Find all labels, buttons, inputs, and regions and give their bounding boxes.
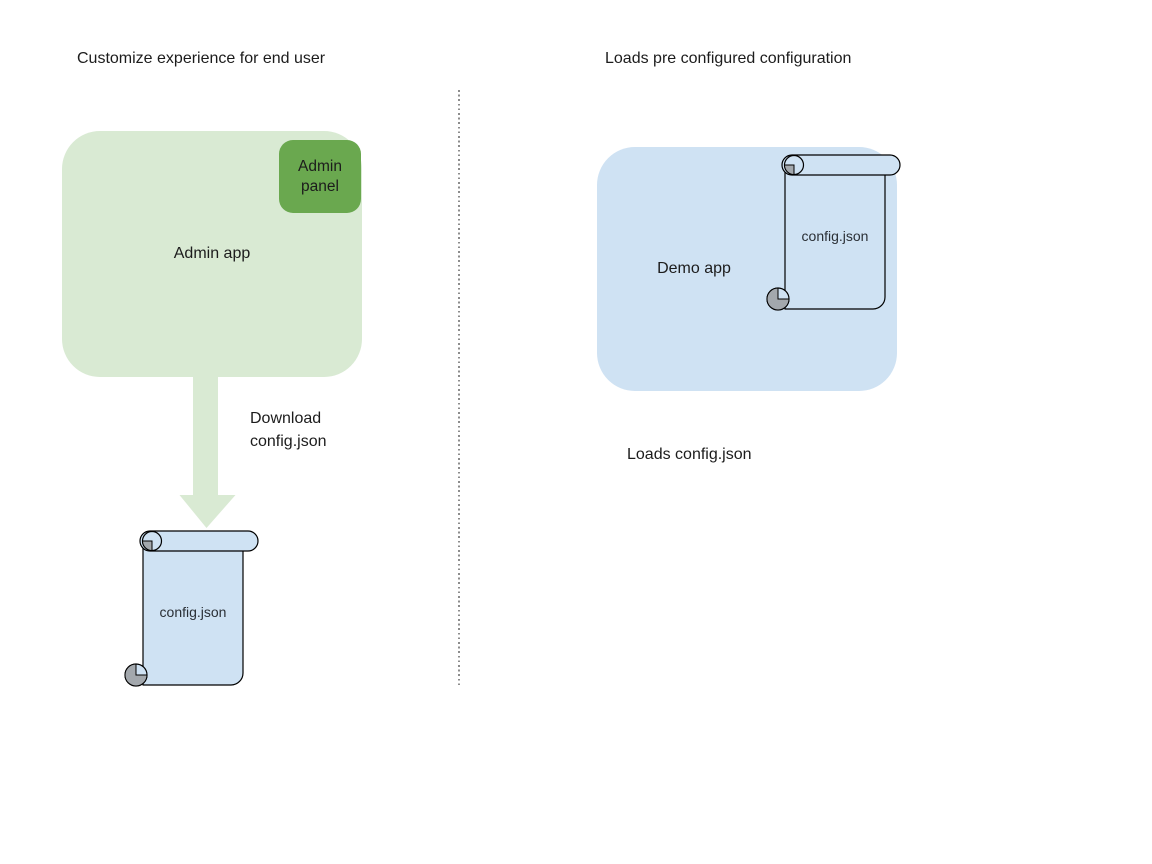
config-file-label: config.json (159, 604, 227, 620)
admin-app-label: Admin app (62, 131, 362, 377)
download-arrow-shape (179, 377, 236, 528)
demo-app-label-text: Demo app (657, 260, 731, 277)
section-divider (458, 90, 460, 687)
download-arrow-icon (179, 377, 236, 528)
download-caption: Download config.json (250, 410, 327, 450)
left-section-title: Customize experience for end user (77, 50, 326, 67)
admin-panel-box: Admin panel (279, 140, 361, 213)
demo-app-label: Demo app (597, 147, 791, 391)
right-section-title: Loads pre configured configuration (605, 50, 852, 67)
admin-panel-label: Admin panel (298, 157, 342, 195)
admin-app-label-text: Admin app (173, 245, 251, 262)
loads-caption: Loads config.json (627, 446, 752, 463)
config-file-label: config.json (801, 228, 869, 244)
